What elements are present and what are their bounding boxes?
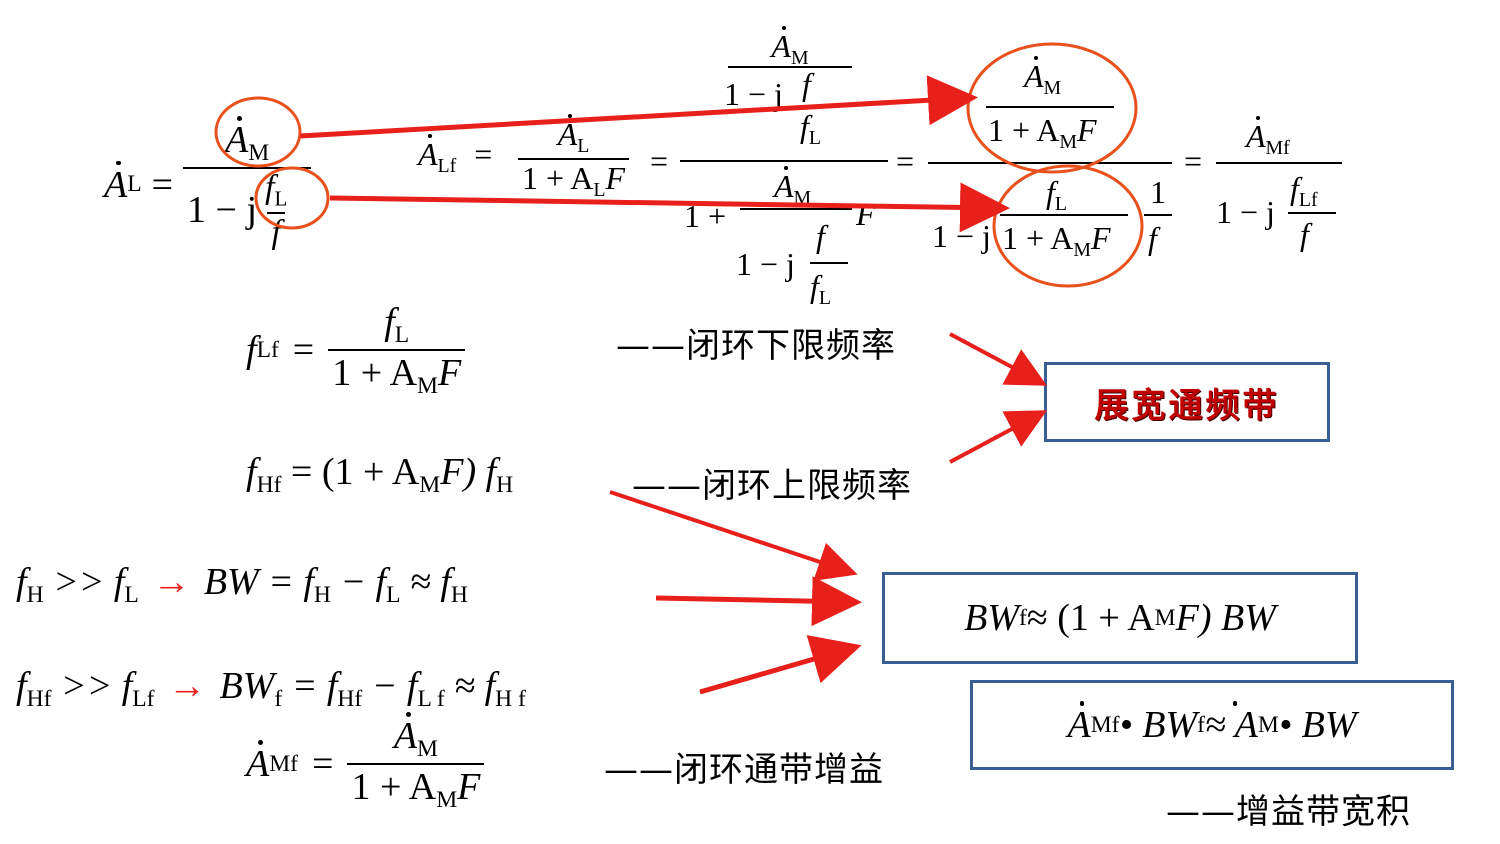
highlight-circle: [214, 96, 302, 168]
arrow: [949, 332, 1048, 386]
note-passband-gain: ——闭环通带增益: [604, 750, 884, 790]
implies-arrow-icon: →: [152, 561, 191, 603]
arrow: [329, 182, 1010, 233]
arrow: [655, 576, 862, 627]
eq1-lhs: A: [104, 160, 128, 206]
eq-BW: fH >> fL → BW = fH − fL ≈ fH: [16, 561, 468, 609]
eq2-term1: AL 1 + ALF: [518, 114, 630, 202]
eq-BWf: fHf >> fLf → BWf = fHf − fL f ≈ fH f: [16, 665, 526, 713]
eq1-fraction: AM 1 − j fL f: [183, 115, 312, 252]
note-upper-cutoff: ——闭环上限频率: [632, 466, 912, 506]
highlight-circle: [992, 164, 1144, 288]
note-lower-cutoff: ——闭环下限频率: [616, 326, 896, 366]
arrow: [299, 75, 978, 139]
eq2-term2: AM 1 − j f fL 1 + AM F 1 − j f fL: [680, 26, 890, 309]
highlight-circle: [966, 42, 1138, 174]
highlight-circle: [254, 166, 330, 230]
eq2-term4: AMf 1 − j fLf f: [1216, 116, 1346, 268]
arrow: [949, 410, 1048, 464]
widen-bandwidth-box: 展宽通频带: [1044, 362, 1330, 442]
arrow: [699, 635, 862, 695]
arrow: [609, 490, 858, 581]
eq-fHf: fHf = (1 + AMF) fH: [246, 451, 514, 499]
implies-arrow-icon: →: [168, 665, 206, 707]
note-gain-bandwidth-product: ——增益带宽积: [1166, 792, 1411, 832]
widen-bandwidth-label: 展宽通频带: [1094, 385, 1280, 426]
